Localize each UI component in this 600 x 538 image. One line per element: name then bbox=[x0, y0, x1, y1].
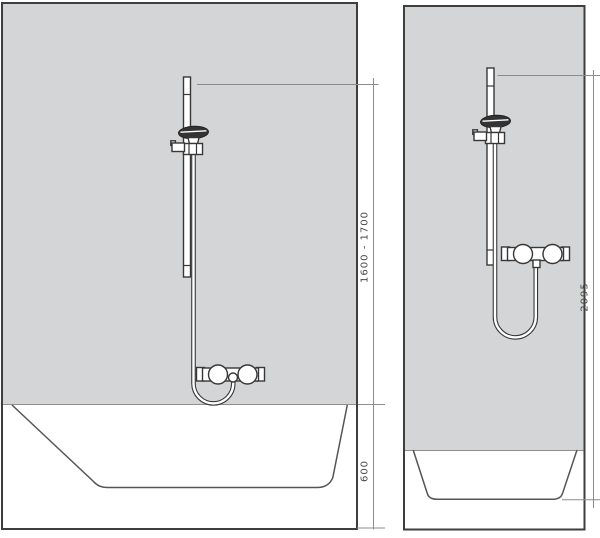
shower-tray-installation-panel bbox=[403, 5, 586, 531]
bathtub bbox=[11, 404, 349, 489]
panel-border bbox=[1, 2, 358, 530]
dimension-label-rail-height: 1600 - 1700 bbox=[360, 211, 371, 283]
right-dimensions: 2095 bbox=[497, 70, 600, 508]
dimension-label-total-height: 2095 bbox=[580, 282, 591, 311]
slide-bar bbox=[182, 76, 192, 278]
shower-tray bbox=[412, 449, 578, 501]
hose-connector bbox=[532, 259, 541, 269]
shower-hose bbox=[191, 154, 236, 406]
thermostat-mixer bbox=[500, 243, 571, 269]
wall-surface bbox=[3, 4, 356, 404]
dimension-label-tub-height: 600 bbox=[360, 460, 371, 482]
bathtub-installation-panel bbox=[1, 2, 385, 530]
left-dimensions: 1600 - 1700 600 bbox=[197, 78, 385, 530]
panel-border bbox=[403, 5, 586, 531]
thermostat-mixer bbox=[195, 364, 266, 385]
shower-hose bbox=[492, 143, 539, 340]
hose-connector bbox=[227, 372, 239, 383]
